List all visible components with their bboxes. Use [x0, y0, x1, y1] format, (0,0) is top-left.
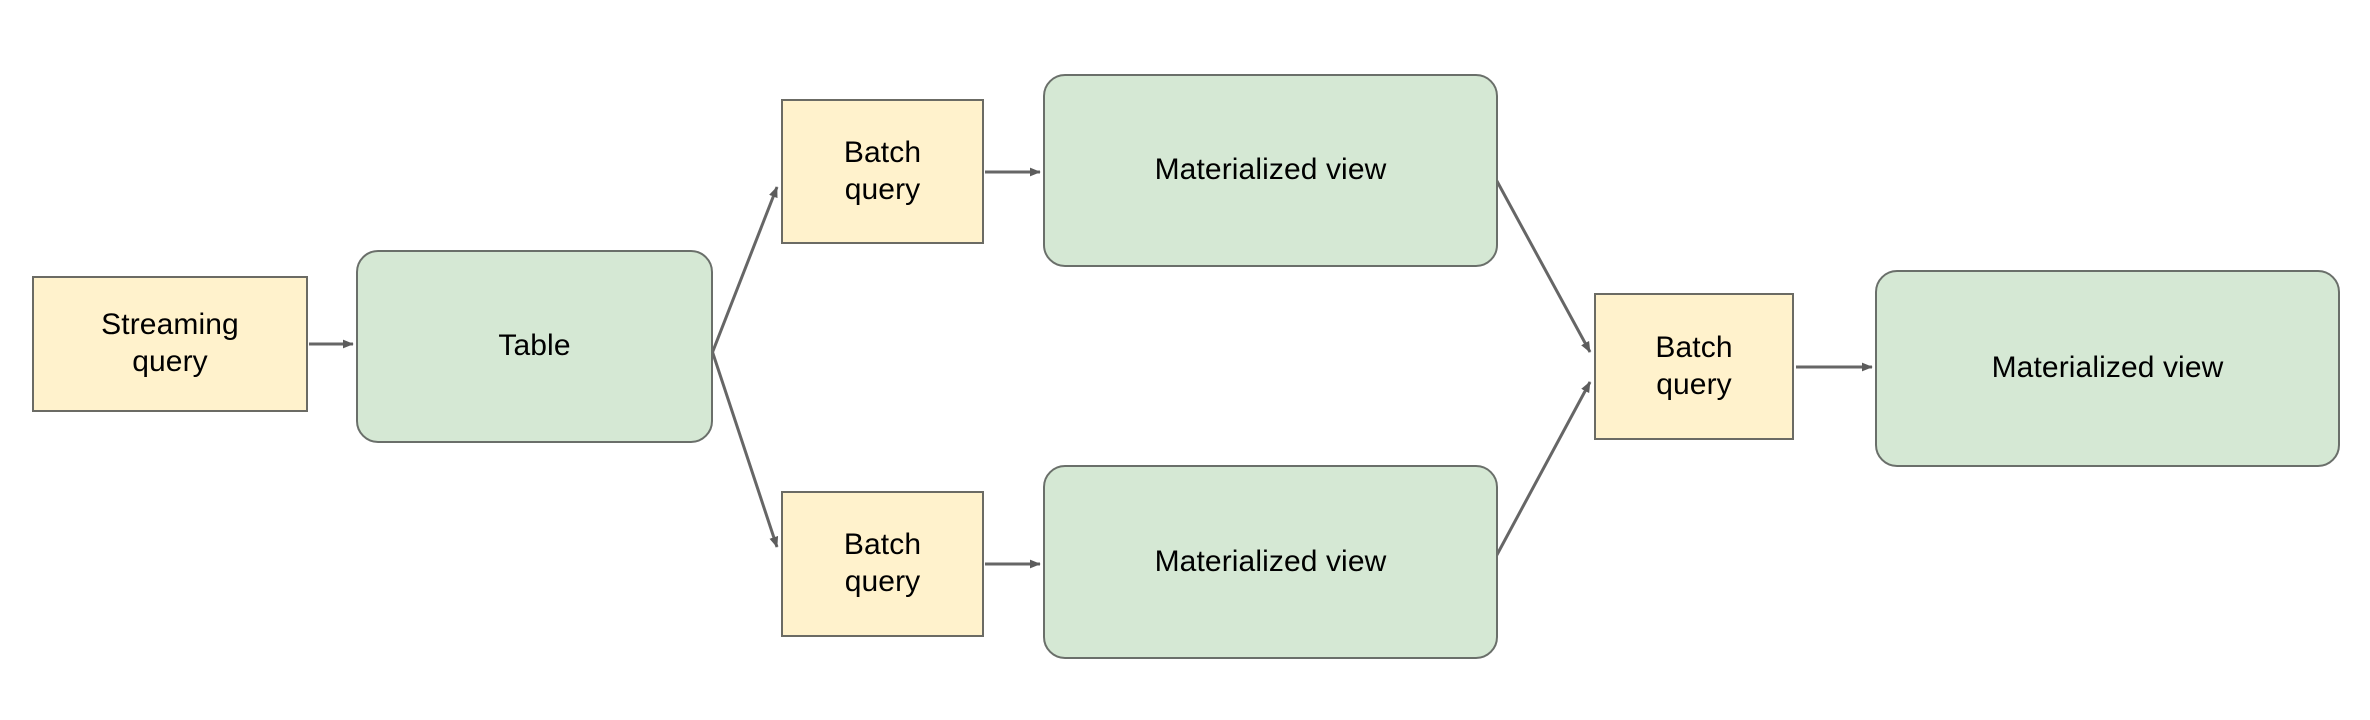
node-materialized-view-final[interactable]: Materialized view: [1875, 270, 2340, 467]
node-batch-query-merge[interactable]: Batch query: [1594, 293, 1794, 440]
node-table-label: Table: [498, 329, 571, 363]
node-materialized-view-final-label: Materialized view: [1991, 351, 2224, 385]
node-streaming-query-label: Streaming query: [101, 308, 239, 378]
node-materialized-view-bottom-label: Materialized view: [1154, 544, 1387, 578]
node-batch-query-merge-label: Batch query: [1655, 330, 1733, 401]
node-table[interactable]: Table: [356, 250, 713, 443]
node-streaming-query[interactable]: Streaming query: [32, 276, 308, 412]
node-batch-query-bottom-label: Batch query: [843, 528, 922, 598]
node-materialized-view-bottom[interactable]: Materialized view: [1043, 465, 1498, 659]
node-batch-query-top[interactable]: Batch query: [781, 99, 984, 244]
node-materialized-view-top[interactable]: Materialized view: [1043, 74, 1498, 267]
node-batch-query-bottom[interactable]: Batch query: [781, 491, 984, 637]
node-materialized-view-top-label: Materialized view: [1154, 153, 1387, 187]
edge-materialized-view-top-to-batch-query-merge: [1490, 171, 1592, 353]
edge-materialized-view-bottom-to-batch-query-merge: [1490, 381, 1592, 565]
node-batch-query-top-label: Batch query: [843, 135, 922, 206]
